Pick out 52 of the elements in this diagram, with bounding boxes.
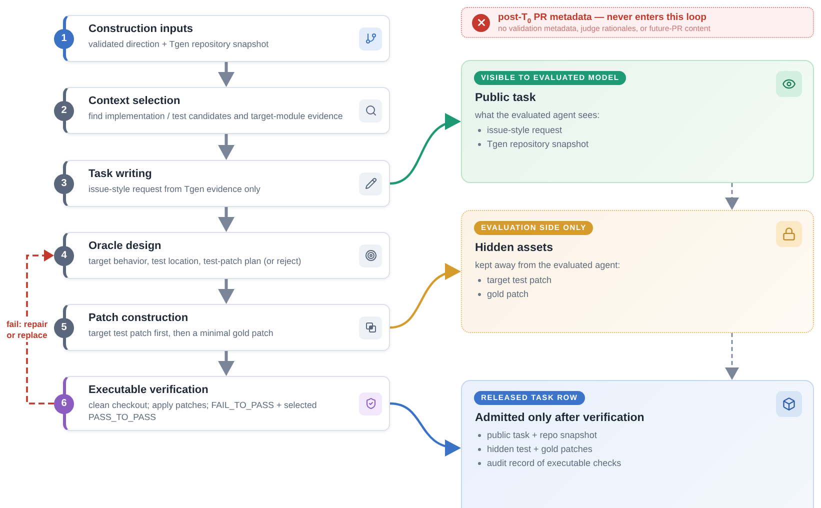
step-number: 4 [54, 246, 74, 266]
bullet-item: target test patch [475, 273, 552, 287]
step-number: 2 [54, 100, 74, 120]
step-title: Patch construction [88, 311, 188, 326]
step-number: 3 [54, 174, 74, 194]
bullet-item: gold patch [475, 287, 529, 301]
step-title: Task writing [88, 167, 152, 182]
step-title: Executable verification [88, 383, 208, 398]
step-card [62, 232, 390, 279]
info-panel [461, 210, 814, 333]
arrow [218, 279, 234, 304]
bullet-item: Tgen repository snapshot [475, 137, 589, 151]
bullet-item: public task + repo snapshot [475, 428, 597, 442]
arrow [218, 207, 234, 232]
step-card [62, 376, 390, 431]
panel-intro: kept away from the evaluated agent: [475, 259, 620, 271]
curved-arrow [390, 264, 461, 329]
feedback-arrow [26, 250, 54, 404]
step-description: issue-style request from Tgen evidence only [88, 183, 260, 195]
panel-title: Public task [475, 91, 536, 106]
bullet-item: issue-style request [475, 123, 562, 137]
curved-arrow [390, 114, 461, 185]
step-description: validated direction + Tgen repository snapshot [88, 38, 269, 50]
step-card [62, 87, 390, 134]
step-description: find implementation / test candidates and target-module evidence [88, 110, 343, 122]
curved-arrow [390, 402, 461, 456]
arrow [218, 134, 234, 160]
panel-intro: what the evaluated agent sees: [475, 109, 600, 121]
panel-title: Hidden assets [475, 241, 553, 256]
dashed-arrow [725, 333, 739, 380]
bullet-item: hidden test + gold patches [475, 442, 592, 456]
step-number: 1 [54, 28, 74, 48]
step-card [62, 160, 390, 207]
arrow [218, 351, 234, 376]
dashed-arrow [725, 183, 739, 210]
step-title: Construction inputs [88, 22, 193, 37]
step-title: Context selection [88, 94, 180, 109]
step-number: 6 [54, 394, 74, 414]
arrow [218, 62, 234, 87]
banner-title: post-T$_{0}$ PR metadata — never enters this loop [498, 11, 706, 24]
step-title: Oracle design [88, 239, 162, 254]
step-description: clean checkout; apply patches; FAIL_TO_PASS + selected PASS_TO_PASS [88, 399, 318, 423]
info-panel [461, 380, 814, 508]
step-description: target behavior, test location, test-patch plan (or reject) [88, 255, 302, 267]
step-card [62, 15, 390, 62]
warning-banner [461, 7, 814, 38]
step-description: target test patch first, then a minimal gold patch [88, 327, 274, 339]
panel-title: Admitted only after verification [475, 411, 644, 426]
info-panel [461, 60, 814, 183]
step-card [62, 304, 390, 351]
bullet-item: audit record of executable checks [475, 456, 622, 470]
step-number: 5 [54, 318, 74, 338]
